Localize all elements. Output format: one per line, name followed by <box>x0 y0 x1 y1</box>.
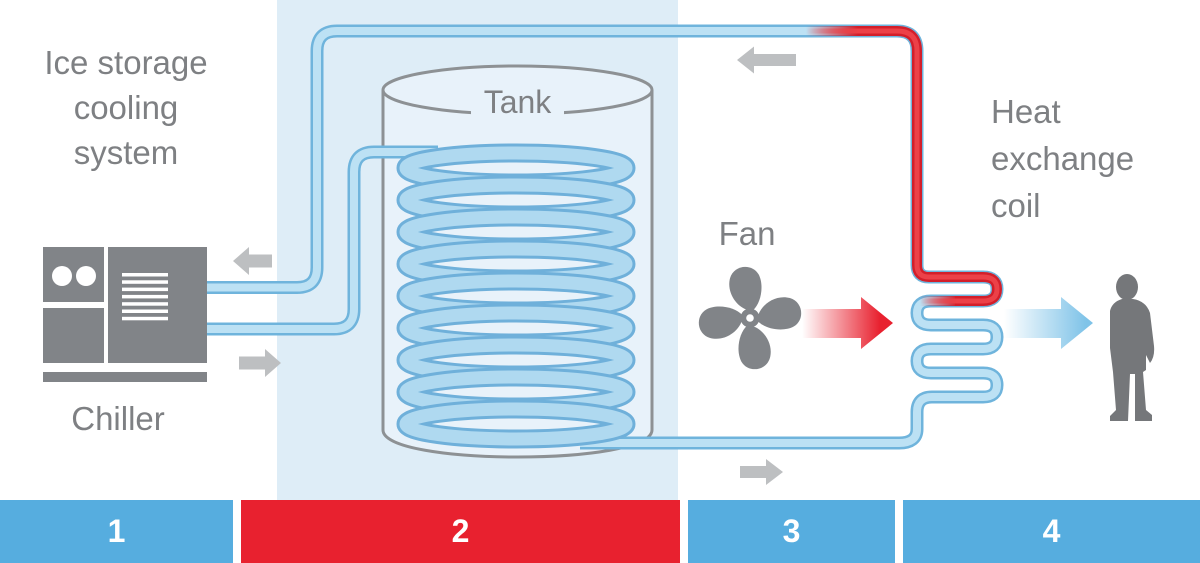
hx-label-line: Heat <box>991 93 1061 130</box>
chiller-label: Chiller <box>71 400 165 437</box>
pipe-circuit <box>207 24 1004 450</box>
tank-label: Tank <box>471 84 564 120</box>
step-number: 2 <box>451 513 470 549</box>
step-bar-1: 1 <box>0 500 233 563</box>
hot-pipe-section-core <box>858 28 1000 304</box>
step-bars: 1 2 3 4 <box>0 500 1200 563</box>
chiller-knob <box>52 266 72 286</box>
fan-icon <box>698 266 802 370</box>
step-number: 4 <box>1042 513 1061 549</box>
hot-pipe-section <box>858 26 1003 306</box>
fan-label: Fan <box>718 215 776 252</box>
cool-air-arrow-icon <box>1004 297 1093 349</box>
title-line: cooling <box>73 89 179 126</box>
hx-label-line: coil <box>991 187 1041 224</box>
flow-arrow-right-supply-icon <box>740 459 783 485</box>
fan-hub <box>746 314 754 322</box>
step-bar-4: 4 <box>903 500 1200 563</box>
title-line: Ice storage <box>44 44 208 81</box>
title-line: system <box>73 134 179 171</box>
diagram-title: Ice storage cooling system <box>30 40 222 175</box>
chiller-knob <box>76 266 96 286</box>
chiller-icon <box>43 247 207 382</box>
heat-exchange-coil-label: Heat exchange coil <box>991 88 1134 229</box>
step-number: 3 <box>782 513 801 549</box>
warm-air-arrow-icon <box>802 297 893 349</box>
step-bar-2: 2 <box>241 500 680 563</box>
flow-arrow-left-chiller-icon <box>233 247 272 275</box>
flow-arrow-right-chiller-icon <box>239 349 281 377</box>
step-number: 1 <box>107 513 126 549</box>
hx-label-line: exchange <box>991 140 1135 177</box>
person-icon <box>1110 274 1155 421</box>
flow-arrow-left-return-icon <box>737 46 796 74</box>
step-bar-3: 3 <box>688 500 895 563</box>
pipe-supply-to-tank-core <box>207 148 438 333</box>
chiller-vent <box>122 273 168 321</box>
